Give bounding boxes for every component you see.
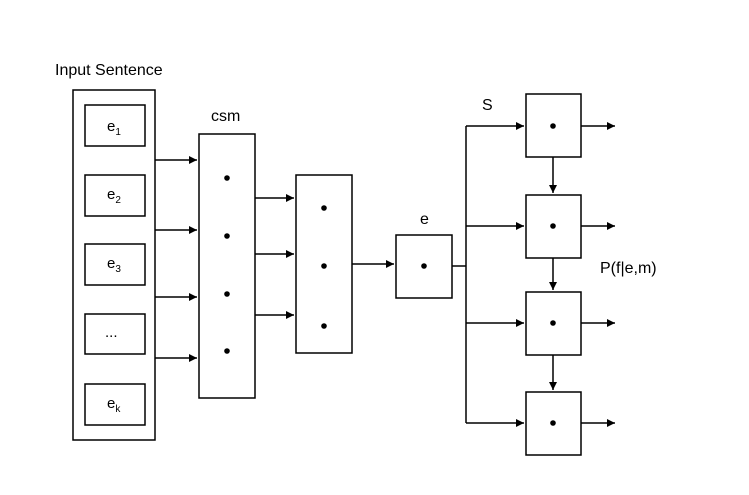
s-label: S [482,97,493,114]
token-box-2: e2 [84,174,146,217]
output-node [550,420,556,426]
token-label: e2 [107,186,121,206]
csm-node [224,348,230,354]
token-box-ellipsis: ... [84,313,146,355]
e-box [395,234,453,299]
e-label: e [420,211,429,228]
token-box-k: ek [84,383,146,426]
csm-node [224,233,230,239]
output-box-4 [525,391,582,456]
output-node [550,320,556,326]
token-box-3: e3 [84,243,146,286]
hidden-node [321,263,327,269]
csm-label: csm [211,108,240,125]
output-node [550,123,556,129]
csm-box [198,133,256,399]
token-label: e3 [107,255,121,275]
hidden-node [321,205,327,211]
token-box-1: e1 [84,104,146,147]
token-label: e1 [107,118,121,138]
token-label: ek [107,395,121,415]
csm-node [224,175,230,181]
probability-label: P(f|e,m) [600,260,657,277]
csm-node [224,291,230,297]
hidden-node [321,323,327,329]
input-sentence-label: Input Sentence [55,62,163,79]
e-node [421,263,427,269]
token-label: ... [105,324,118,341]
output-node [550,223,556,229]
